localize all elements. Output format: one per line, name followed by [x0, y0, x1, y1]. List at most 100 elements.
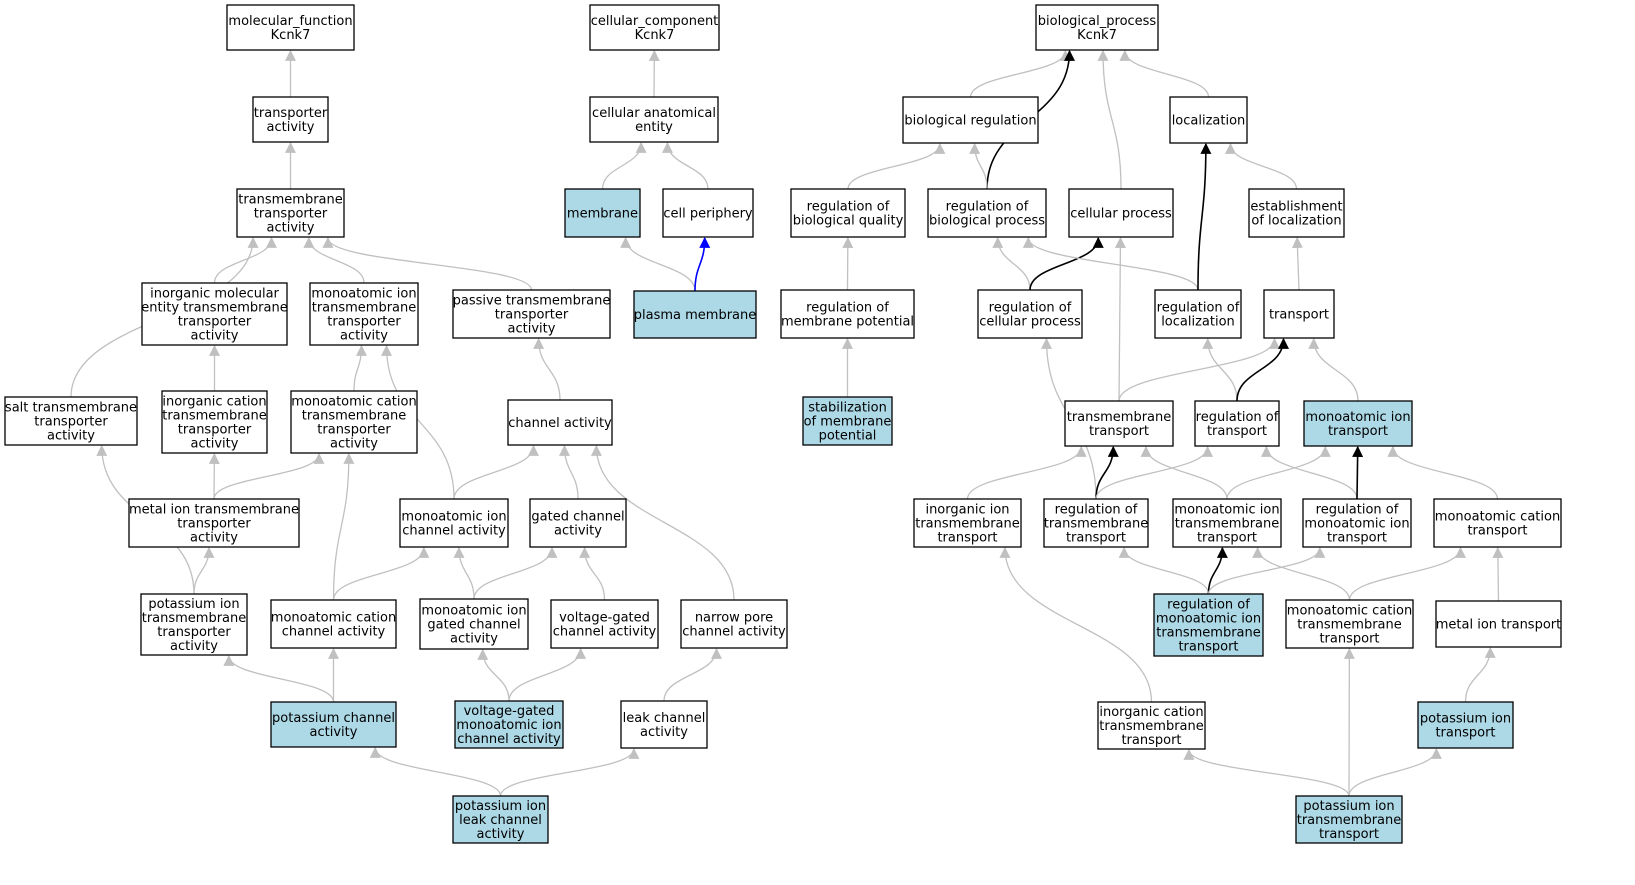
edge-membrane-to-cellular-anatomical-entity — [601, 141, 647, 190]
node-label-line: activity — [640, 725, 688, 740]
node-box — [620, 700, 708, 749]
edge-monoatomic-cation-tm-transport-to-monoatomic-ion-tm-transport — [1252, 546, 1351, 601]
node-label-line: regulation of — [806, 301, 889, 316]
node-label-line: leak channel — [623, 711, 706, 726]
node-label-line: transmembrane — [238, 193, 343, 208]
edge-metal-ion-tm-transporter-to-monoatomic-cation-tm-transporter — [213, 452, 325, 500]
node-label-line: transport — [1066, 531, 1126, 546]
edge-inorg-cation-tm-transport-to-inorg-ion-tm-transport — [999, 546, 1153, 703]
node-label-line: inorganic cation — [1099, 705, 1203, 720]
node-label-line: biological_process — [1038, 14, 1157, 29]
node-box — [226, 4, 355, 51]
node-label-line: monoatomic ion — [1156, 612, 1261, 627]
node-label-line: potassium ion — [148, 597, 239, 612]
node-box — [252, 96, 329, 143]
node-label-line: transmembrane — [162, 409, 267, 424]
node-box — [977, 289, 1083, 339]
node-label-line: transporter — [177, 517, 251, 532]
node-box — [1433, 498, 1562, 548]
node-box — [140, 593, 248, 656]
node-box — [633, 290, 757, 339]
node-label-line: monoatomic cation — [291, 395, 416, 410]
node-label-line: transporter — [178, 423, 252, 438]
node-label-line: activity — [554, 524, 602, 539]
node-label-line: regulation of — [1316, 503, 1399, 518]
node-label-line: localization — [1172, 114, 1246, 129]
node-label-line: potassium ion — [1303, 799, 1394, 814]
node-label-line: transporter — [254, 106, 328, 121]
edge-potassium-ion-tm-transport-to-inorg-cation-tm-transport — [1183, 748, 1350, 797]
go-term-node-plasma-membrane: plasma membrane — [633, 290, 757, 339]
go-term-node-inorg-cation-tm-transporter: inorganic cationtransmembranetransporter… — [161, 390, 268, 454]
node-label-line: transport — [1467, 524, 1527, 539]
node-box — [1303, 400, 1413, 447]
node-label-line: transmembrane — [302, 409, 407, 424]
node-label-line: Kcnk7 — [271, 28, 311, 43]
edge-potassium-ion-transport-to-metal-ion-transport — [1464, 646, 1496, 703]
node-label-line: transporter — [34, 415, 108, 430]
edge-inorg-mol-entity-tm-to-tm-transporter-activity — [213, 236, 277, 284]
edge-narrow-pore-channel-to-channel-activity — [590, 444, 735, 601]
go-term-node-metal-ion-tm-transporter: metal ion transmembranetransporteractivi… — [128, 498, 300, 548]
node-box — [1068, 188, 1174, 238]
node-box — [680, 599, 788, 649]
node-label-line: transport — [1319, 632, 1379, 647]
node-label-line: membrane — [567, 207, 638, 222]
node-label-line: potassium channel — [272, 711, 395, 726]
node-label-line: membrane potential — [781, 315, 914, 330]
node-label-line: transport — [1319, 827, 1379, 842]
node-label-line: inorganic molecular — [150, 287, 279, 302]
node-label-line: activity — [340, 329, 388, 344]
node-label-line: transporter — [495, 308, 569, 323]
node-label-line: transmembrane — [1044, 517, 1149, 532]
node-box — [1035, 4, 1159, 51]
node-label-line: potential — [819, 429, 877, 444]
node-box — [927, 188, 1047, 238]
node-box — [1417, 701, 1514, 749]
node-label-line: monoatomic cation — [271, 611, 396, 626]
edge-vg-monoatomic-ion-channel-to-voltage-gated-channel — [508, 647, 587, 702]
node-box — [1295, 795, 1403, 844]
node-label-line: biological regulation — [904, 114, 1036, 129]
node-label-line: transport — [1089, 424, 1149, 439]
node-label-line: monoatomic ion — [1304, 517, 1409, 532]
node-label-line: plasma membrane — [634, 308, 757, 323]
edge-tm-transport-to-cellular-process — [1114, 236, 1126, 402]
node-box — [550, 599, 659, 649]
node-label-line: localization — [1161, 315, 1235, 330]
go-term-node-membrane: membrane — [564, 188, 641, 238]
node-label-line: activity — [190, 531, 238, 546]
node-label-line: monoatomic cation — [1435, 510, 1560, 525]
edge-potassium-channel-to-potassium-ion-tm-transporter — [223, 654, 335, 703]
node-label-line: stabilization — [808, 401, 887, 416]
node-box — [662, 188, 754, 238]
edge-gated-channel-to-channel-activity — [559, 444, 579, 500]
node-box — [1302, 498, 1412, 548]
node-label-line: channel activity — [402, 524, 506, 539]
go-term-node-biological-regulation: biological regulation — [902, 96, 1039, 144]
node-label-line: transport — [1121, 733, 1181, 748]
node-label-line: biological quality — [793, 214, 904, 229]
node-label-line: transmembrane — [1067, 410, 1172, 425]
node-label-line: transporter — [327, 315, 401, 330]
node-label-line: monoatomic cation — [1287, 604, 1412, 619]
node-label-line: regulation of — [989, 301, 1072, 316]
node-box — [128, 498, 300, 548]
node-label-line: transporter — [254, 207, 328, 222]
node-label-line: activity — [477, 827, 525, 842]
